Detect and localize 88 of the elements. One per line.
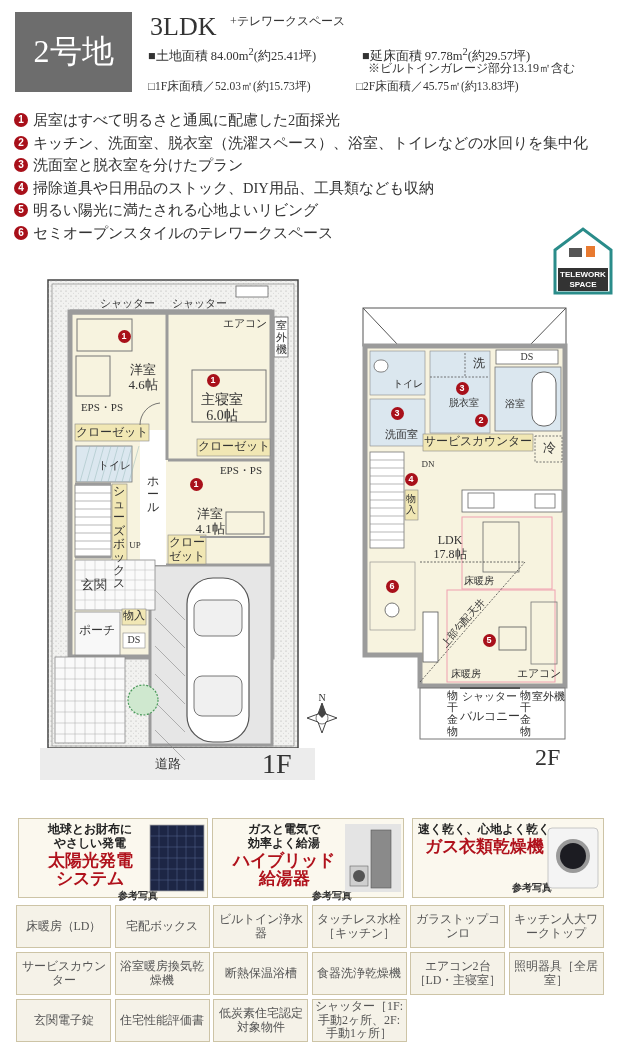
room-label: バルコニー — [459, 710, 520, 724]
stairs-label: UP — [128, 540, 142, 551]
feature-card: キッチン人大ワークトップ — [508, 905, 604, 948]
stairs-label: DN — [420, 459, 436, 470]
product-name: 太陽光発電システム — [46, 851, 134, 889]
wall-label: シャッター — [460, 690, 518, 703]
feature-text: 洗面室と脱衣室を分けたプラン — [33, 157, 244, 174]
product-name: ガス衣類乾燥機 — [423, 837, 544, 857]
floor-label: 1F — [262, 748, 293, 781]
wall-label: シャッター — [98, 297, 156, 310]
equipment-label: 洗 — [472, 357, 486, 371]
area-spec: ■土地面積 84.00m$^{2}$(約25.41坪) — [148, 46, 318, 64]
counter-label: サービスカウンター — [423, 435, 533, 449]
equipment-label: 室外機 — [276, 319, 287, 356]
lot-title: 2号地 — [15, 12, 132, 92]
feature-card: 玄関電子錠 — [16, 999, 111, 1042]
floor-heating-label: 床暖房 — [463, 575, 495, 587]
room-label: 主寝室 6.0帖 — [200, 392, 244, 425]
callout-number: 1 — [14, 113, 28, 127]
room-label: 脱衣室 — [447, 397, 480, 409]
storage-label: 物入 — [122, 609, 146, 622]
plan-subtitle: +テレワークスペース — [230, 15, 346, 29]
feature-card: 宅配ボックス — [114, 905, 210, 948]
floor-heating-label: 床暖房 — [450, 668, 482, 680]
feature-card: 住宅性能評価書 — [114, 999, 210, 1042]
floor-label: 2F — [535, 744, 562, 772]
product-name: ハイブリッド給湯器 — [231, 851, 336, 889]
feature-card: エアコン2台［LD・主寝室］ — [410, 952, 505, 995]
shaft-label: DS — [126, 634, 142, 646]
road-label: 道路 — [154, 757, 182, 772]
photo-note: 参考写真 — [118, 888, 158, 903]
product-card — [412, 818, 604, 898]
feature-card: 床暖房（LD） — [16, 905, 111, 948]
callout-number: 3 — [14, 158, 28, 172]
room-label: 洗面室 — [383, 428, 419, 441]
equipment-label: エアコン — [221, 317, 268, 330]
closet-label: クローゼット — [75, 426, 149, 440]
feature-text: セミオープンスタイルのテレワークスペース — [33, 224, 334, 242]
callout-number: 2 — [14, 135, 28, 150]
room-label: ポーチ — [78, 624, 116, 638]
callout-number: 4 — [14, 180, 28, 195]
feature-card: 食器洗浄乾燥機 — [311, 952, 407, 995]
equipment-label: 室外機 — [532, 690, 565, 703]
wall-label: シャッター — [170, 297, 228, 310]
feature-text: 明るい陽光に満たされる心地よいリビング — [33, 202, 319, 219]
equipment-label: エアコン — [515, 667, 562, 680]
feature-text: キッチン、洗面室、脱衣室（洗濯スペース）、浴室、トイレなどの水回りを集中化 — [33, 134, 589, 152]
room-label: トイレ — [96, 459, 132, 472]
room-label: 洋室 4.1帖 — [194, 507, 226, 537]
product-tagline: 速く乾く、心地よく乾く — [417, 823, 551, 836]
equipment-label: 冷 — [541, 441, 557, 456]
feature-text: 掃除道具や日用品のストック、DIY用品、工具類なども収納 — [33, 179, 435, 197]
feature-card: シャッター［1F:手動2ヶ所、2F:手動1ヶ所］ — [311, 999, 407, 1042]
shaft-label: EPS・PS — [79, 401, 125, 414]
photo-note: 参考写真 — [312, 888, 352, 903]
storage-label: 物入 — [406, 493, 416, 515]
shaft-label: DS — [519, 351, 535, 363]
fixture-label: 物干金物 — [447, 689, 458, 738]
product-tagline: ガスと電気で効率よく給湯 — [247, 823, 322, 851]
feature-card: ガラストップコンロ — [410, 905, 505, 948]
feature-card: 断熱保温浴槽 — [213, 952, 308, 995]
room-label: トイレ — [392, 378, 424, 390]
badge-text: TELEWORK SPACE — [559, 270, 607, 290]
room-label: 洋室 4.6帖 — [127, 363, 159, 393]
north-label: N — [317, 692, 327, 704]
storage-label: シューズボックス — [113, 485, 125, 591]
room-label: LDK 17.8帖 — [432, 534, 468, 562]
feature-card: 照明器具［全居室］ — [508, 952, 604, 995]
feature-card: ビルトイン浄水器 — [213, 905, 308, 948]
feature-card: 浴室暖房換気乾燥機 — [114, 952, 210, 995]
note: ※ビルトインガレージ部分13.19㎡含む — [368, 62, 576, 76]
area-spec: □2F床面積／45.75㎡(約13.83坪) — [356, 80, 520, 94]
product-tagline: 地球とお財布にやさしい発電 — [46, 823, 133, 851]
feature-card: サービスカウンター — [16, 952, 111, 995]
feature-card: 低炭素住宅認定対象物件 — [213, 999, 308, 1042]
room-label: ホール — [147, 475, 159, 515]
shaft-label: EPS・PS — [218, 464, 264, 477]
callout-number: 6 — [14, 225, 28, 240]
closet-label: クローゼット — [168, 536, 206, 564]
room-label: 玄関 — [80, 578, 108, 593]
closet-label: クローゼット — [197, 440, 271, 454]
feature-card: タッチレス水栓［キッチン］ — [311, 905, 407, 948]
room-label: 浴室 — [504, 398, 526, 410]
callout-number: 5 — [14, 203, 28, 217]
fixture-label: 物干金物 — [520, 689, 531, 738]
plan-type: 3LDK — [150, 12, 218, 42]
area-spec: □1F床面積／52.03㎡(約15.73坪) — [148, 80, 312, 94]
feature-text: 居室はすべて明るさと通風に配慮した2面採光 — [33, 112, 342, 129]
